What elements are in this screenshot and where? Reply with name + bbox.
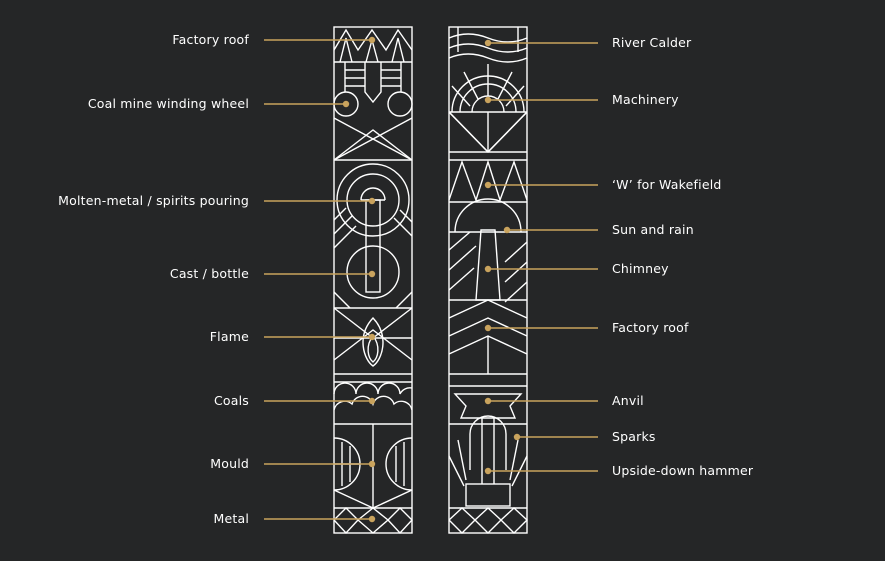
leader-lines (264, 36, 598, 523)
right-callout-6-marker-dot (484, 324, 492, 332)
right-callout-5-label: Chimney (612, 261, 669, 276)
left-callout-2-marker-dot (342, 100, 350, 108)
left-callout-5-marker-dot (368, 333, 376, 341)
right-callout-8-label: Sparks (612, 429, 656, 444)
left-callout-1-label: Factory roof (172, 32, 249, 47)
right-callout-7-label: Anvil (612, 393, 644, 408)
right-callout-2-label: Machinery (612, 92, 679, 107)
left-callout-5-label: Flame (209, 329, 249, 344)
left-callout-2-label: Coal mine winding wheel (87, 96, 249, 111)
right-callout-7-marker-dot (484, 397, 492, 405)
right-callout-9-marker-dot (484, 467, 492, 475)
left-callout-7-label: Mould (210, 456, 249, 471)
right-callout-8-marker-dot (513, 433, 521, 441)
left-callout-6-label: Coals (213, 393, 249, 408)
left-callout-4-marker-dot (368, 270, 376, 278)
right-callout-1-marker-dot (484, 39, 492, 47)
left-callout-8-marker-dot (368, 515, 376, 523)
right-callout-6-label: Factory roof (612, 320, 689, 335)
left-callout-3-label: Molten-metal / spirits pouring (58, 193, 249, 208)
left-callout-4-label: Cast / bottle (169, 266, 249, 281)
left-callout-7-marker-dot (368, 460, 376, 468)
right-panel-artwork (448, 26, 529, 534)
right-callout-9-label: Upside-down hammer (612, 463, 754, 478)
right-callout-4-marker-dot (503, 226, 511, 234)
right-callout-3-marker-dot (484, 181, 492, 189)
right-callout-1-label: River Calder (612, 35, 692, 50)
right-callout-5-marker-dot (484, 265, 492, 273)
left-callout-1-marker-dot (368, 36, 376, 44)
right-callout-3-label: ‘W’ for Wakefield (612, 177, 722, 192)
left-callout-8-label: Metal (213, 511, 249, 526)
left-callout-6-marker-dot (368, 397, 376, 405)
right-callout-2-marker-dot (484, 96, 492, 104)
left-callout-3-marker-dot (368, 197, 376, 205)
right-callout-4-label: Sun and rain (612, 222, 694, 237)
